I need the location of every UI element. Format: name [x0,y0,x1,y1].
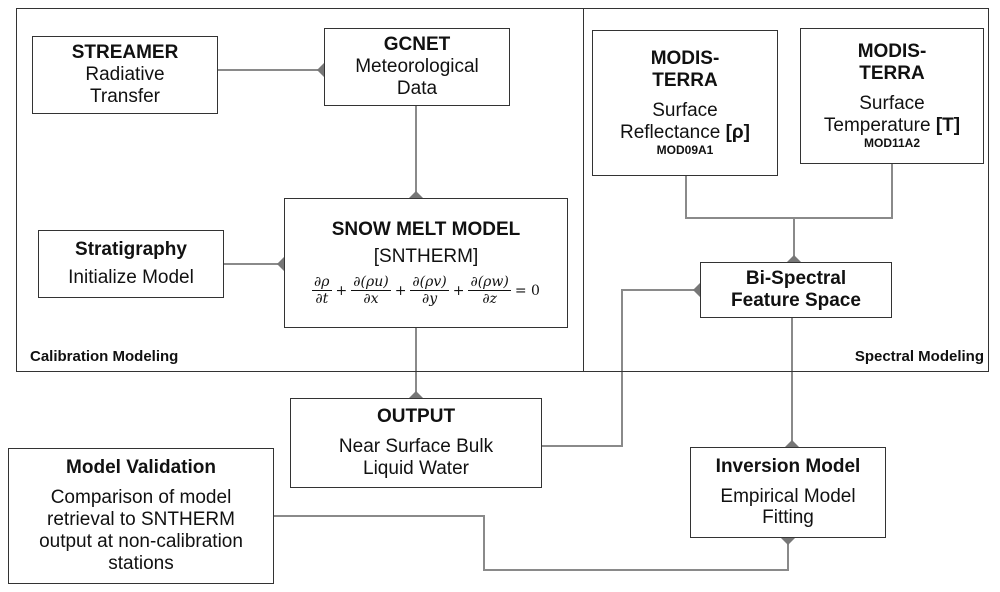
plus-sign: + [394,282,407,299]
term-numerator: ∂ρ [312,274,332,292]
equation-term: ∂(ρw)∂z [468,274,511,308]
node-text: Fitting [762,507,814,529]
connector-output-bispectral [542,289,700,447]
node-text: Surface [652,100,718,122]
term-denominator: ∂y [422,291,438,308]
node-text: Near Surface Bulk [338,436,494,458]
term-denominator: ∂z [482,291,497,308]
node-text: Temperature [T] [824,115,960,137]
node-text: Surface [859,93,925,115]
term-denominator: ∂x [363,291,379,308]
node-title: TERRA [859,63,925,85]
temperature-symbol: [T] [935,114,961,136]
node-text: Temperature [823,114,931,136]
node-text: stations [108,552,174,574]
bi-spectral-node[interactable]: Bi-Spectral Feature Space [700,262,892,318]
equation-rhs: = 0 [514,282,540,299]
node-title: GCNET [383,34,451,56]
node-text: Meteorological [355,56,479,78]
spectral-panel [583,8,989,372]
reflectance-symbol: [ρ] [725,121,751,143]
node-text: Radiative [85,64,165,86]
streamer-node[interactable]: STREAMER Radiative Transfer [32,36,218,114]
stratigraphy-node[interactable]: Stratigraphy Initialize Model [38,230,224,298]
node-title: SNOW MELT MODEL [331,218,521,240]
calibration-panel-label: Calibration Modeling [30,348,179,365]
connector-validation-inversion [274,515,789,571]
gcnet-node[interactable]: GCNET Meteorological Data [324,28,510,106]
modis-temperature-node[interactable]: MODIS- TERRA Surface Temperature [T] MOD… [800,28,984,164]
node-title: STREAMER [71,42,179,64]
node-title: Model Validation [66,457,216,479]
equation-term: ∂ρ∂t [312,274,332,308]
node-text: Empirical Model [720,485,856,507]
product-code: MOD09A1 [656,142,714,157]
plus-sign: + [335,282,348,299]
connector-modis-bispectral [685,164,893,219]
node-text: retrieval to SNTHERM [47,509,235,531]
term-numerator: ∂(ρu) [351,274,391,292]
node-title: OUTPUT [376,406,456,428]
model-validation-node[interactable]: Model Validation Comparison of model ret… [8,448,274,584]
spectral-panel-label: Spectral Modeling [854,348,984,365]
node-title: Feature Space [731,290,861,311]
node-title: MODIS- [857,41,927,63]
node-title: Bi-Spectral [745,268,847,290]
term-numerator: ∂(ρw) [468,274,511,292]
output-node[interactable]: OUTPUT Near Surface Bulk Liquid Water [290,398,542,488]
node-text: Data [396,77,438,99]
modis-reflectance-node[interactable]: MODIS- TERRA Surface Reflectance [ρ] MOD… [592,30,778,176]
node-title: TERRA [652,70,718,92]
node-title: Stratigraphy [75,239,187,261]
equation-term: ∂(ρu)∂x [351,274,391,308]
snow-melt-model-node[interactable]: SNOW MELT MODEL [SNTHERM] ∂ρ∂t + ∂(ρu)∂x… [284,198,568,328]
node-title: Inversion Model [715,455,861,477]
inversion-model-node[interactable]: Inversion Model Empirical Model Fitting [690,447,886,538]
node-text: Liquid Water [363,457,469,479]
node-text: Reflectance [ρ] [620,122,750,144]
node-text: Comparison of model [50,487,232,509]
equation-term: ∂(ρv)∂y [410,274,449,308]
plus-sign: + [452,282,465,299]
node-text: Initialize Model [68,267,194,288]
node-text: output at non-calibration [39,530,243,552]
term-numerator: ∂(ρv) [410,274,449,292]
node-text: Reflectance [619,121,721,143]
product-code: MOD11A2 [863,135,921,150]
term-denominator: ∂t [315,291,329,308]
node-text: Transfer [89,85,161,107]
node-text: [SNTHERM] [373,246,479,268]
node-title: MODIS- [650,48,720,70]
continuity-equation: ∂ρ∂t + ∂(ρu)∂x + ∂(ρv)∂y + ∂(ρw)∂z = 0 [312,274,540,307]
